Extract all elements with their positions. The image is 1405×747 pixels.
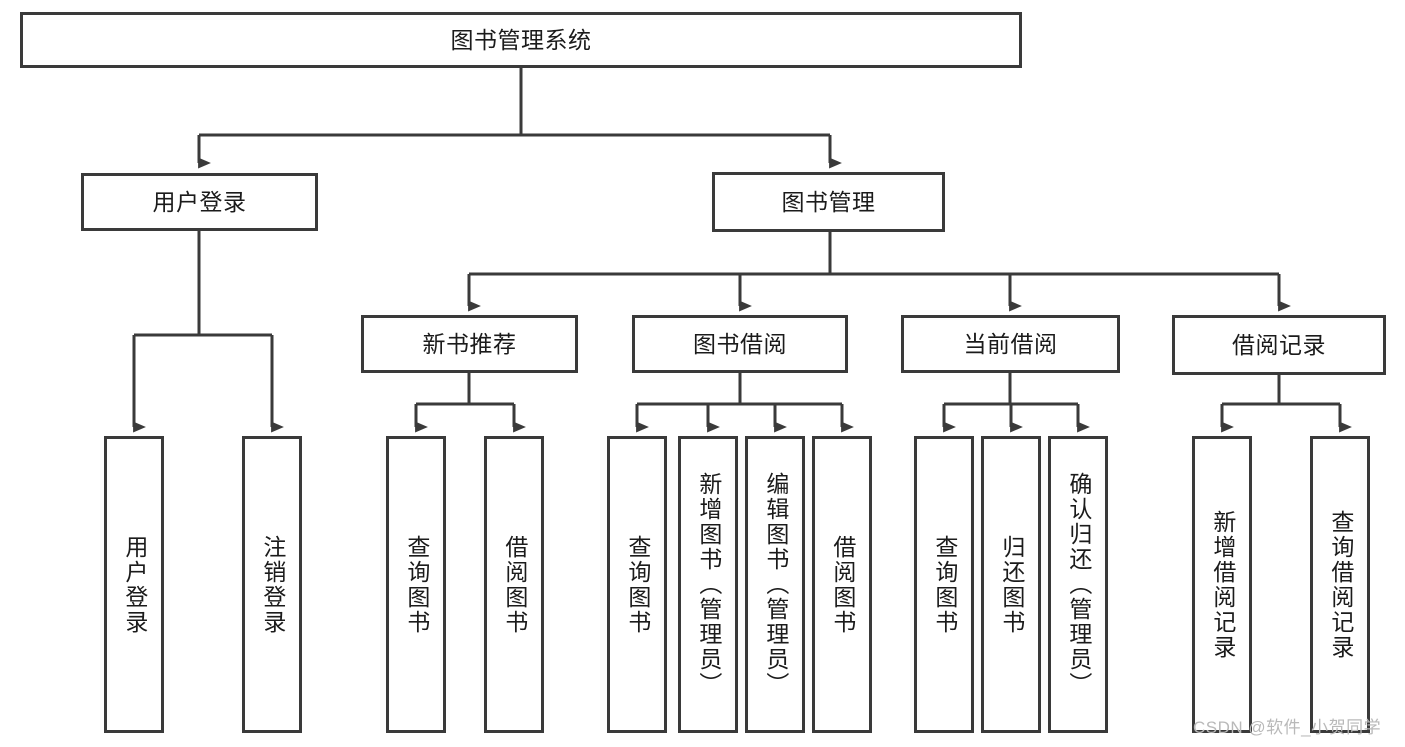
node-label: 查询图书	[403, 534, 430, 635]
node-label: 注销登录	[259, 534, 286, 635]
node-label: 借阅图书	[501, 534, 528, 635]
node-label: 借阅图书	[829, 534, 856, 635]
leaf-new-book-borrow[interactable]: 借阅图书	[484, 436, 544, 733]
node-label: 图书管理系统	[450, 26, 592, 53]
node-label: 查询借阅记录	[1327, 509, 1354, 660]
node-user-login[interactable]: 用户登录	[81, 173, 318, 231]
node-borrow-record[interactable]: 借阅记录	[1172, 315, 1386, 375]
leaf-current-borrow-confirm[interactable]: 确认归还（管理员）	[1048, 436, 1108, 733]
node-root-system[interactable]: 图书管理系统	[20, 12, 1022, 68]
node-current-borrow[interactable]: 当前借阅	[901, 315, 1120, 373]
node-label: 当前借阅	[963, 330, 1058, 357]
node-label: 新增图书（管理员）	[695, 472, 722, 697]
leaf-book-borrow-add[interactable]: 新增图书（管理员）	[678, 436, 738, 733]
node-label: 图书管理	[781, 188, 876, 215]
leaf-user-login-logout[interactable]: 注销登录	[242, 436, 302, 733]
leaf-book-borrow-borrow[interactable]: 借阅图书	[812, 436, 872, 733]
node-label: 借阅记录	[1232, 331, 1326, 358]
leaf-user-login-login[interactable]: 用户登录	[104, 436, 164, 733]
leaf-borrow-record-add[interactable]: 新增借阅记录	[1192, 436, 1252, 733]
leaf-current-borrow-return[interactable]: 归还图书	[981, 436, 1041, 733]
node-label: 查询图书	[624, 534, 651, 635]
node-label: 新增借阅记录	[1209, 509, 1236, 660]
node-label: 查询图书	[931, 534, 958, 635]
node-new-book-recommend[interactable]: 新书推荐	[361, 315, 578, 373]
node-label: 新书推荐	[422, 330, 517, 357]
leaf-new-book-query[interactable]: 查询图书	[386, 436, 446, 733]
node-label: 用户登录	[152, 188, 247, 215]
leaf-book-borrow-query[interactable]: 查询图书	[607, 436, 667, 733]
node-label: 归还图书	[998, 534, 1025, 635]
node-label: 确认归还（管理员）	[1065, 472, 1092, 697]
node-book-borrow[interactable]: 图书借阅	[632, 315, 848, 373]
leaf-book-borrow-edit[interactable]: 编辑图书（管理员）	[745, 436, 805, 733]
node-label: 图书借阅	[693, 330, 787, 357]
leaf-borrow-record-query[interactable]: 查询借阅记录	[1310, 436, 1370, 733]
node-label: 用户登录	[121, 534, 148, 635]
csdn-watermark: CSDN @软件_小贺同学	[1193, 718, 1382, 737]
node-book-management[interactable]: 图书管理	[712, 172, 945, 232]
leaf-current-borrow-query[interactable]: 查询图书	[914, 436, 974, 733]
node-label: 编辑图书（管理员）	[762, 472, 789, 697]
